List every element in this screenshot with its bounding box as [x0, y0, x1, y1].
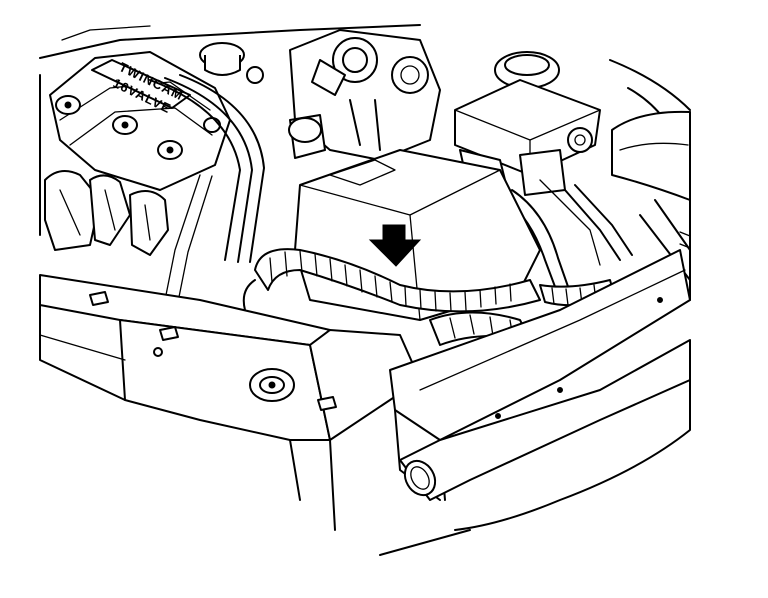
fuel-lines — [149, 74, 265, 303]
right-fender — [609, 59, 691, 301]
radiator-support — [39, 274, 421, 531]
exhaust-manifold — [44, 170, 169, 256]
mount-bushing — [249, 368, 295, 402]
down-arrow-indicator — [368, 224, 422, 267]
valve-cover: TWINCAM 16VALVE — [49, 51, 231, 191]
hood-edge-lines — [39, 24, 421, 236]
throttle-body — [288, 29, 441, 161]
drain-hole — [403, 459, 437, 497]
oil-filler-cap — [199, 42, 264, 84]
front-frame-rail — [379, 231, 691, 556]
